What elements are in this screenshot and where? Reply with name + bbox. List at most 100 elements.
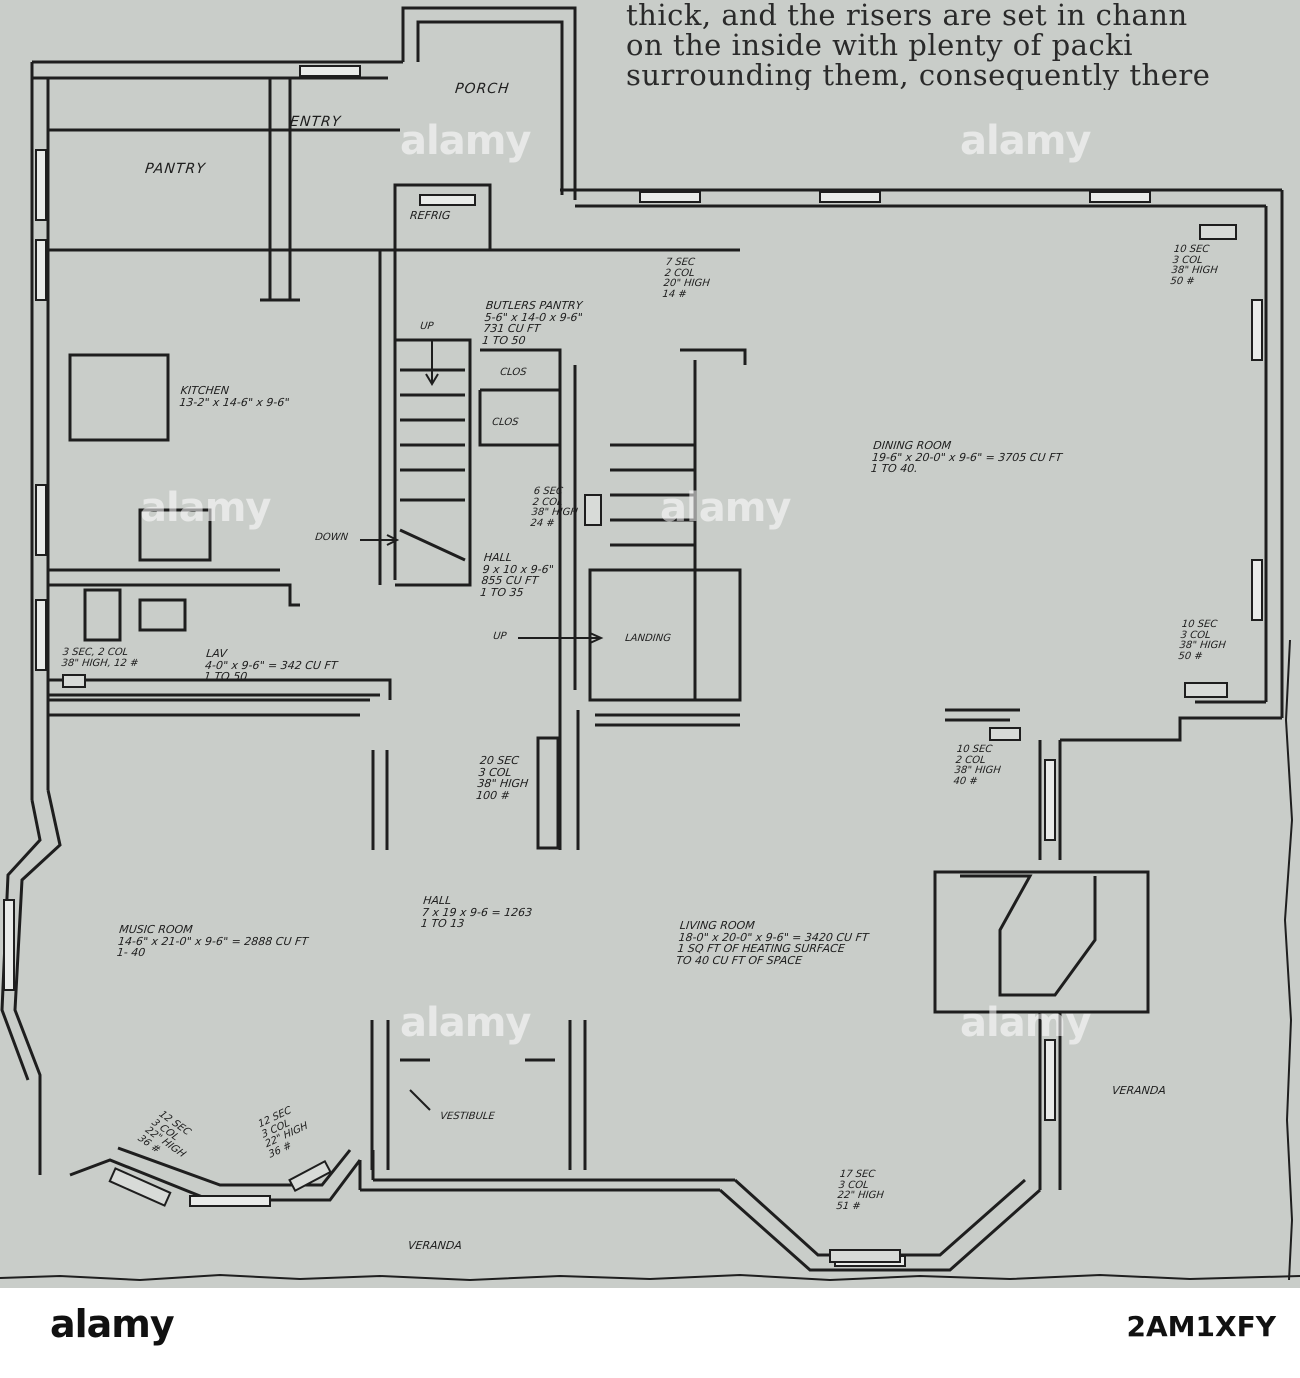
sink bbox=[138, 508, 212, 562]
radiator-note-1: 7 SEC 2 COL 20" HIGH 14 # bbox=[661, 257, 713, 300]
kitchen-range bbox=[68, 353, 170, 442]
radiator-note-line: 50 # bbox=[1169, 275, 1196, 287]
article-text: thick, and the risers are set in chann o… bbox=[626, 0, 1300, 90]
radiator-music-1 bbox=[108, 1167, 172, 1207]
radiator-note-line: 22" HIGH bbox=[836, 1190, 885, 1201]
radiator-note-2: 10 SEC 3 COL 38" HIGH 50 # bbox=[1169, 244, 1221, 287]
watermark-logo: alamy bbox=[140, 485, 271, 531]
radiator-note-line: 38" HIGH bbox=[1178, 640, 1227, 651]
label-clos-1: CLOS bbox=[499, 367, 528, 378]
lav-fixtures bbox=[83, 588, 187, 642]
lav-wall bbox=[48, 678, 392, 700]
window-w2 bbox=[35, 239, 47, 301]
radiator-note-line: 38" HIGH, 12 # bbox=[60, 657, 139, 669]
living-room-east-wall bbox=[1038, 740, 1062, 860]
label-porch: PORCH bbox=[454, 81, 511, 97]
watermark-logo: alamy bbox=[960, 118, 1091, 164]
article-line: surrounding them, consequently there bbox=[626, 58, 1211, 90]
stock-image-id: 2AM1XFY bbox=[1126, 1310, 1277, 1343]
stock-footer bbox=[0, 1288, 1300, 1378]
radiator-note-line: 2 COL bbox=[664, 267, 696, 279]
hall-upper-ratio: 1 TO 35 bbox=[479, 585, 525, 599]
window-w1 bbox=[35, 149, 47, 221]
torn-edge bbox=[0, 1273, 1300, 1282]
window-bay-west bbox=[3, 899, 15, 991]
radiator-note-line: 10 SEC bbox=[956, 744, 993, 755]
living-room-east-wall-lower bbox=[1038, 1012, 1062, 1190]
radiator-note-line: 50 # bbox=[1177, 650, 1204, 662]
hall-closet-wall bbox=[680, 348, 747, 365]
window-e2 bbox=[819, 191, 881, 203]
label-landing: LANDING bbox=[624, 633, 672, 644]
closets bbox=[478, 348, 562, 447]
music-room-dims: 14-6" x 21-0" x 9-6" = 2888 CU FT bbox=[117, 934, 309, 948]
radiator-note-line: 2 COL bbox=[532, 496, 564, 508]
window-w4 bbox=[35, 599, 47, 671]
radiator-note-line: 3 COL bbox=[1172, 254, 1204, 266]
front-wall bbox=[358, 1150, 735, 1192]
radiator-note-line: 14 # bbox=[661, 288, 688, 300]
music-room: MUSIC ROOM 14-6" x 21-0" x 9-6" = 2888 C… bbox=[116, 923, 310, 960]
radiator-note-line: 17 SEC bbox=[839, 1169, 876, 1180]
window-e3 bbox=[1089, 191, 1151, 203]
label-veranda-right: VERANDA bbox=[1111, 1084, 1167, 1097]
radiator-note-5: 3 SEC, 2 COL 38" HIGH, 12 # bbox=[60, 647, 140, 669]
landing-box bbox=[588, 568, 742, 702]
music-room-ratio: 1- 40 bbox=[116, 946, 146, 960]
hall-lower: HALL 7 x 19 x 9-6 = 1263 1 TO 13 bbox=[420, 894, 534, 930]
stair-main bbox=[558, 360, 697, 700]
butlers-pantry-ratio: 1 TO 50 bbox=[481, 333, 527, 347]
leader-vestibule bbox=[409, 1089, 431, 1111]
floor-plan-drawing bbox=[0, 6, 1300, 1282]
east-step-in bbox=[1060, 700, 1282, 742]
arrow-down bbox=[360, 534, 400, 546]
radiator-dining-2 bbox=[1184, 682, 1228, 698]
porch-walls bbox=[401, 6, 577, 200]
hall-upper: HALL 9 x 10 x 9-6" 855 CU FT 1 TO 35 bbox=[479, 551, 556, 599]
radiator-note-line: 100 # bbox=[475, 788, 511, 802]
exterior-wall-east bbox=[1264, 190, 1284, 718]
kitchen-dims: 13-2" x 14-6" x 9-6" bbox=[178, 395, 291, 409]
window-n2 bbox=[419, 194, 476, 206]
label-pantry: PANTRY bbox=[144, 161, 207, 177]
radiator-note-line: 2 COL bbox=[955, 754, 987, 766]
window-side1 bbox=[1251, 299, 1263, 361]
window-side2 bbox=[1251, 559, 1263, 621]
butlers-pantry: BUTLERS PANTRY 5-6" x 14-0 x 9-6" 731 CU… bbox=[481, 299, 585, 347]
entry-door-step bbox=[945, 708, 1020, 722]
label-up-kitchen: UP bbox=[419, 321, 435, 332]
radiator-note-line: 3 SEC, 2 COL bbox=[62, 647, 129, 658]
floor-plan-sheet: thick, and the risers are set in chann o… bbox=[0, 0, 1300, 1288]
fireplace bbox=[933, 870, 1150, 1014]
torn-edge-right bbox=[1283, 639, 1294, 1281]
hall-radiator bbox=[536, 736, 560, 850]
radiator-note-7: 20 SEC 3 COL 38" HIGH 100 # bbox=[475, 754, 532, 802]
radiator-note-line: 3 COL bbox=[1180, 629, 1212, 641]
arrow-up-kitchen-stair bbox=[425, 340, 439, 386]
kitchen-partition bbox=[378, 250, 397, 585]
pantry-entry-wall bbox=[48, 78, 400, 302]
radiator-note-line: 20" HIGH bbox=[662, 278, 711, 289]
label-up-landing: UP bbox=[492, 631, 508, 642]
label-vestibule: VESTIBULE bbox=[439, 1111, 496, 1122]
watermark-logo: alamy bbox=[400, 1000, 531, 1046]
window-e1 bbox=[639, 191, 701, 203]
dining-room-ratio: 1 TO 40. bbox=[870, 462, 919, 476]
radiator-note-line: 51 # bbox=[835, 1200, 862, 1212]
article-line: on the inside with plenty of packi bbox=[626, 28, 1134, 62]
window-living-e bbox=[1044, 759, 1056, 841]
radiator-note-10: 17 SEC 3 COL 22" HIGH 51 # bbox=[835, 1169, 887, 1212]
living-room: LIVING ROOM 18-0" x 20-0" x 9-6" = 3420 … bbox=[676, 919, 871, 967]
lav: LAV 4-0" x 9-6" = 342 CU FT 1 TO 50 bbox=[203, 647, 339, 683]
arrow-up-landing bbox=[518, 632, 604, 644]
alamy-logo: alamy bbox=[50, 1302, 175, 1346]
radiator-music-2 bbox=[288, 1159, 332, 1193]
radiator-living bbox=[989, 727, 1021, 741]
exterior-wall-east-top bbox=[560, 188, 1282, 208]
hall-wall-lower bbox=[558, 700, 580, 850]
watermark-logo: alamy bbox=[400, 118, 531, 164]
radiator-note-line: 40 # bbox=[952, 775, 979, 787]
article-line: thick, and the risers are set in chann bbox=[626, 0, 1188, 32]
radiator-note-line: 38" HIGH bbox=[1170, 265, 1219, 276]
vestibule bbox=[370, 1020, 587, 1170]
